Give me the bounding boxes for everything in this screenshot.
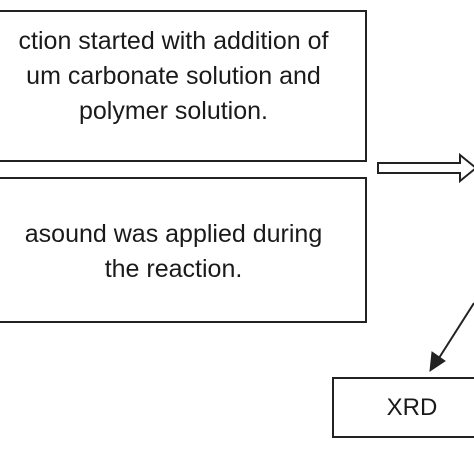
xrd-label: XRD <box>386 394 438 421</box>
diagonal-arrow-head <box>429 351 446 373</box>
reaction-start-line-2: um carbonate solution and <box>26 62 321 90</box>
right-arrow <box>377 152 474 184</box>
reaction-start-line-3: polymer solution. <box>79 97 268 125</box>
ultrasound-box: asound was applied during the reaction. <box>0 177 367 323</box>
diagonal-arrow-line <box>438 302 474 359</box>
xrd-text: XRD <box>334 390 474 425</box>
reaction-start-text: ction started with addition of um carbon… <box>0 24 365 129</box>
reaction-start-box: ction started with addition of um carbon… <box>0 10 367 162</box>
ultrasound-line-2: the reaction. <box>104 255 243 283</box>
ultrasound-line-1: asound was applied during <box>24 220 323 248</box>
xrd-box: XRD <box>332 377 474 438</box>
right-arrow-shape <box>377 152 474 184</box>
diagonal-arrow <box>429 302 474 373</box>
ultrasound-text: asound was applied during the reaction. <box>0 217 365 287</box>
reaction-start-line-1: ction started with addition of <box>18 27 329 55</box>
